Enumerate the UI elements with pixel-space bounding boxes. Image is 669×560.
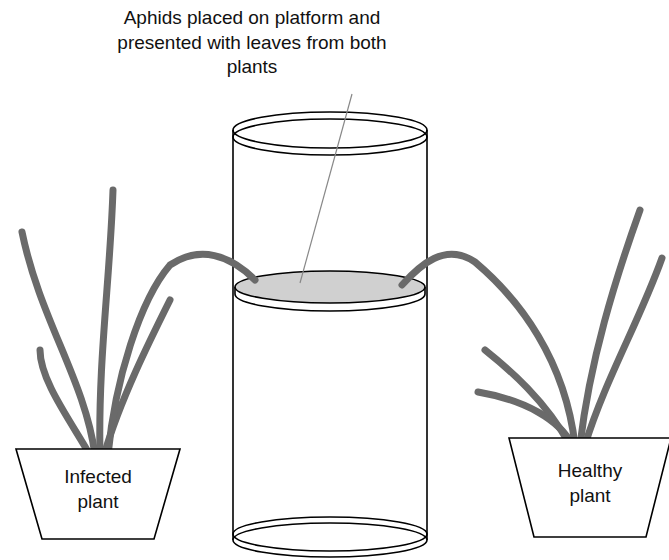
infected-plant: [22, 190, 255, 455]
platform: [235, 271, 425, 303]
cylinder-base: [233, 523, 427, 557]
healthy-plant: [402, 210, 662, 445]
pot-shape: [16, 449, 180, 539]
leader-line: [300, 94, 352, 283]
pot-label: Infected plant: [50, 465, 146, 514]
cylinder-base: [233, 517, 427, 551]
cylinder-rim: [233, 112, 427, 148]
pot-label: Healthy plant: [542, 459, 638, 508]
cylinder-wall: [232, 130, 234, 540]
cylinder-rim: [233, 119, 427, 155]
plant-pot: Healthy plant: [508, 437, 669, 538]
pot-shape: [509, 438, 669, 537]
callout-label: Aphids placed on platform and presented …: [117, 6, 387, 80]
cylinder-wall: [426, 130, 428, 540]
plant-pot: Infected plant: [15, 448, 181, 540]
